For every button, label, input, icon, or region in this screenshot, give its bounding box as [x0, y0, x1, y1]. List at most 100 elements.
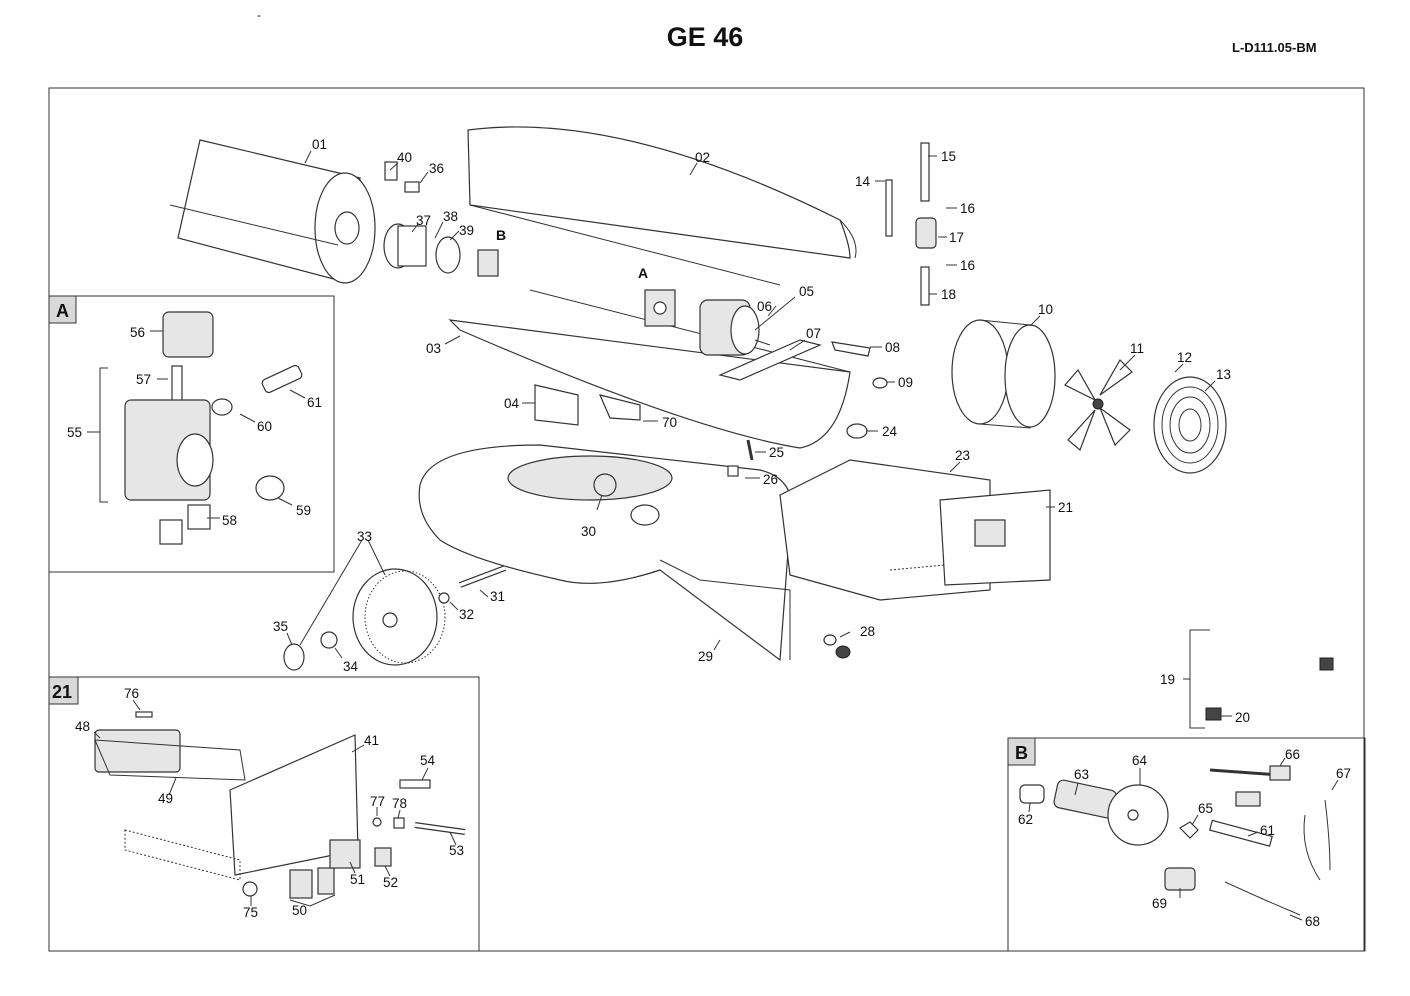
label-69: 69 [1152, 896, 1167, 911]
part-connector-36 [404, 181, 420, 193]
label-62: 62 [1018, 812, 1033, 827]
label-23: 23 [955, 448, 970, 463]
label-68: 68 [1305, 914, 1320, 929]
part-washer-32 [438, 592, 450, 604]
label-51: 51 [350, 872, 365, 887]
inset-b-label: B [1015, 743, 1028, 763]
label-76: 76 [124, 686, 139, 701]
label-53: 53 [449, 843, 464, 858]
label-48: 48 [75, 719, 90, 734]
part-bracket-40 [384, 161, 398, 181]
part-rod-18 [920, 266, 930, 306]
label-50: 50 [292, 903, 307, 918]
inset-a-frame [48, 295, 335, 573]
label-55: 55 [67, 425, 82, 440]
corner-mark: - [257, 8, 261, 22]
inset-21-label: 21 [52, 682, 72, 702]
part-bracket [534, 384, 579, 426]
label-16a: 16 [960, 201, 975, 216]
part-foot-cap [1319, 657, 1334, 671]
part-motor-plate [718, 339, 822, 381]
part-upper-shell [467, 126, 857, 286]
part-ring-28 [823, 634, 837, 646]
part-clip [831, 341, 871, 357]
label-77: 77 [370, 794, 385, 809]
part-grommet [872, 377, 888, 389]
leader-lines [87, 150, 1339, 921]
label-09: 09 [898, 375, 913, 390]
label-57: 57 [136, 372, 151, 387]
part-number-labels: 01 02 03 04 05 06 07 08 09 10 11 12 13 1… [67, 137, 1351, 929]
part-nut-28 [835, 645, 851, 659]
label-35: 35 [273, 619, 288, 634]
label-29: 29 [698, 649, 713, 664]
part-rod-15 [920, 142, 930, 202]
label-56: 56 [130, 325, 145, 340]
label-41: 41 [364, 733, 379, 748]
label-16b: 16 [960, 258, 975, 273]
callout-b: B [496, 227, 506, 243]
label-28: 28 [860, 624, 875, 639]
label-49: 49 [158, 791, 173, 806]
part-burner-housing [779, 459, 1051, 601]
label-52: 52 [383, 875, 398, 890]
label-64: 64 [1132, 753, 1148, 768]
label-26: 26 [763, 472, 778, 487]
part-fan-blade [1064, 359, 1133, 452]
label-54: 54 [420, 753, 436, 768]
label-40: 40 [397, 150, 412, 165]
part-outer-cylinder [169, 139, 376, 284]
label-59: 59 [296, 503, 311, 518]
label-08: 08 [885, 340, 900, 355]
label-78: 78 [392, 796, 407, 811]
part-base-tank [418, 444, 793, 662]
inset-b-burner-parts [1019, 765, 1331, 916]
label-75: 75 [243, 905, 258, 920]
label-37: 37 [416, 213, 431, 228]
label-61b: 61 [1260, 823, 1275, 838]
label-19: 19 [1160, 672, 1175, 687]
label-58: 58 [222, 513, 237, 528]
part-coil-17 [915, 217, 937, 249]
part-fan-grille [1153, 376, 1227, 474]
label-30: 30 [581, 524, 596, 539]
label-66: 66 [1285, 747, 1300, 762]
label-10: 10 [1038, 302, 1053, 317]
label-63: 63 [1074, 767, 1089, 782]
part-handle-frame [1206, 398, 1358, 700]
part-motor [699, 299, 771, 356]
inset-a-tag [48, 295, 77, 324]
label-12: 12 [1177, 350, 1192, 365]
part-fan-duct [951, 319, 1056, 429]
label-05: 05 [799, 284, 814, 299]
part-hubcap-34 [320, 631, 338, 649]
part-bracket-70 [598, 394, 641, 421]
label-07: 07 [806, 326, 821, 341]
label-34: 34 [343, 659, 359, 674]
part-cap-35 [283, 643, 305, 671]
label-39: 39 [459, 223, 474, 238]
inset-21-controls [94, 711, 466, 899]
label-02: 02 [695, 150, 710, 165]
label-03: 03 [426, 341, 441, 356]
label-25: 25 [769, 445, 784, 460]
label-15: 15 [941, 149, 956, 164]
label-20: 20 [1235, 710, 1250, 725]
inset-b-tag [1007, 737, 1036, 766]
part-foot-20 [1205, 707, 1222, 721]
inset-b-frame [1007, 737, 1366, 952]
inset-21-tag [48, 676, 79, 705]
label-04: 04 [504, 396, 520, 411]
inset-21-frame [48, 676, 480, 952]
bracket-55 [99, 367, 108, 503]
callout-a: A [638, 265, 648, 281]
label-11: 11 [1130, 341, 1144, 356]
label-13: 13 [1216, 367, 1231, 382]
label-32: 32 [459, 607, 474, 622]
part-rod-14 [885, 179, 893, 237]
part-pump [644, 289, 676, 327]
part-fitting-26 [727, 465, 739, 477]
part-seal-ring [846, 423, 868, 439]
label-65: 65 [1198, 801, 1213, 816]
